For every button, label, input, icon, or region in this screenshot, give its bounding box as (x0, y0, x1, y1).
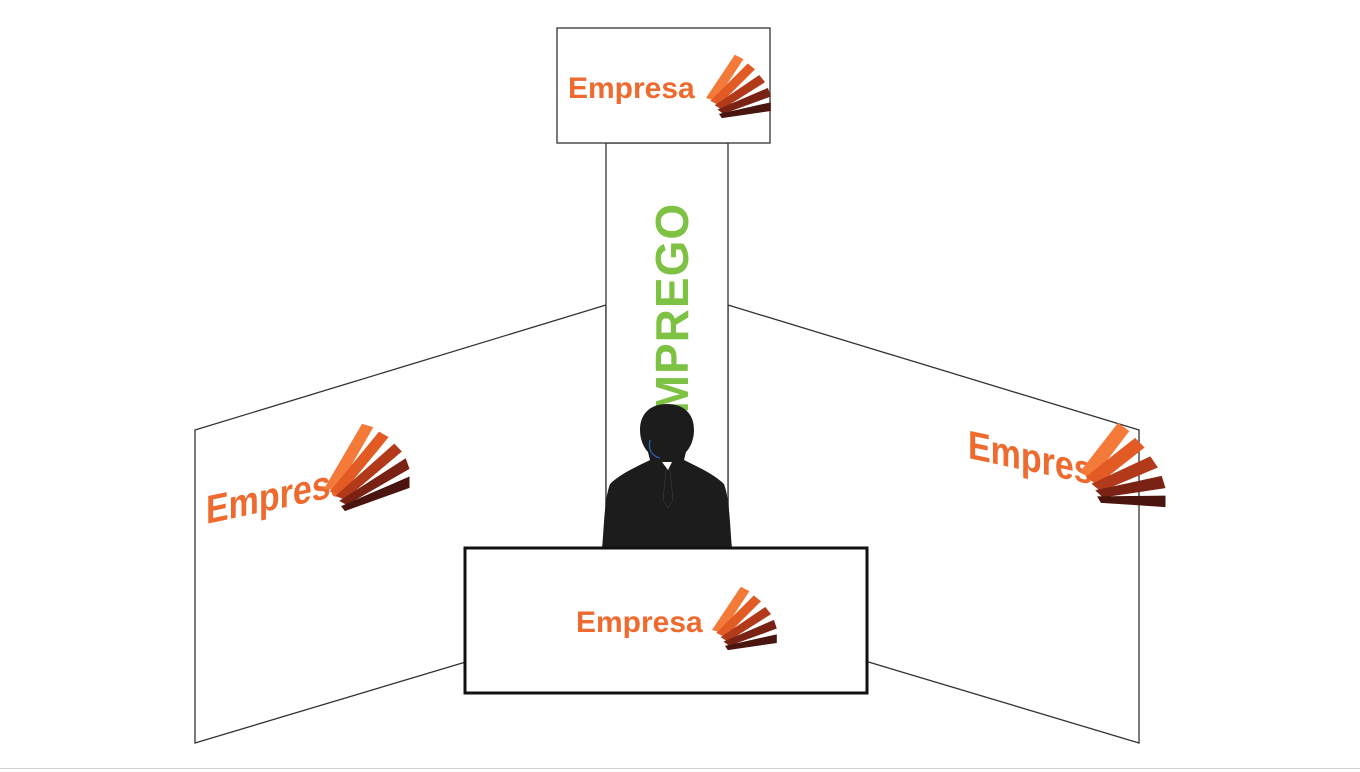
counter-brand-text: Empresa (576, 606, 703, 639)
reception-counter (463, 546, 869, 695)
top-sign-brand-text: Empresa (568, 72, 695, 105)
bottom-divider (0, 768, 1360, 769)
top-sign-logo: Empresa (568, 54, 771, 119)
counter-logo: Empresa (576, 586, 777, 651)
person-silhouette-icon (602, 404, 732, 548)
